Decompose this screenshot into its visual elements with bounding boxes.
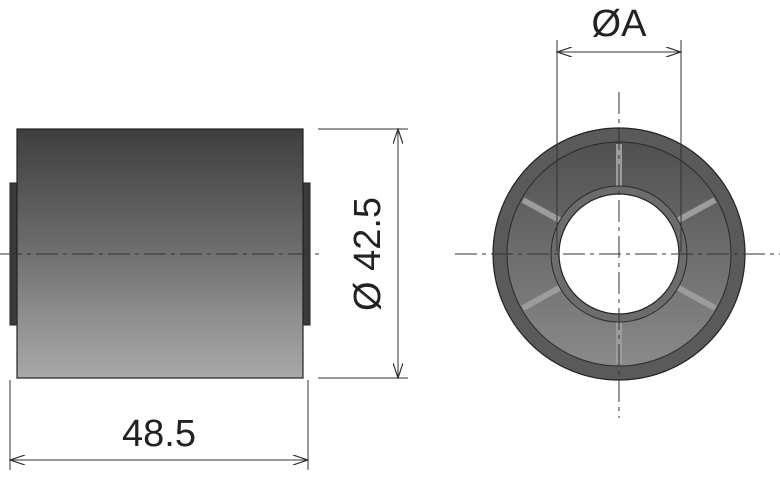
side-view: 48.5 Ø 42.5 [0, 129, 408, 470]
rib-upper-left [521, 197, 565, 225]
end-view: ØA [455, 3, 780, 418]
id-dimension-label: ØA [592, 3, 648, 45]
rib-upper-right [673, 197, 717, 225]
rib-lower-right [673, 283, 717, 311]
rib-lower-left [521, 283, 565, 311]
od-dimension-label: Ø 42.5 [347, 197, 389, 311]
length-dimension-label: 48.5 [122, 413, 196, 455]
